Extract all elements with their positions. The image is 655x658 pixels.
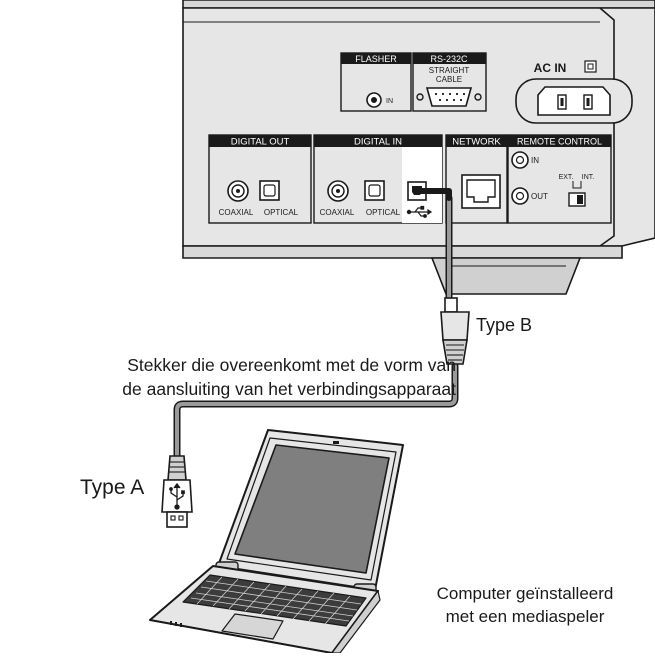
digital-out-frame bbox=[208, 134, 312, 224]
class-ii-symbol bbox=[584, 60, 597, 73]
remote-out-label: OUT bbox=[531, 192, 548, 201]
optical-out-label: OPTICAL bbox=[264, 208, 299, 217]
rs232c-header bbox=[413, 53, 486, 64]
coaxial-in-label: COAXIAL bbox=[320, 208, 355, 217]
optical-out-jack bbox=[259, 180, 280, 201]
rs232c-label: RS-232C bbox=[430, 54, 468, 64]
plug-description-line1: Stekker die overeenkomt met de vorm van bbox=[127, 355, 456, 375]
optical-in-label: OPTICAL bbox=[366, 208, 401, 217]
laptop-screen bbox=[234, 444, 390, 574]
type-a-label: Type A bbox=[80, 476, 145, 499]
plug-description: Stekker die overeenkomt met de vorm van … bbox=[0, 353, 456, 401]
flasher-jack-center bbox=[371, 97, 377, 103]
usb-type-b-plug bbox=[440, 297, 470, 365]
remote-out-jack bbox=[511, 187, 529, 205]
rs232c-port bbox=[425, 87, 473, 107]
network-label: NETWORK bbox=[452, 137, 501, 148]
usb-cable bbox=[173, 188, 459, 462]
ac-in-label: AC IN bbox=[534, 61, 567, 75]
computer-label-line2: met een mediaspeler bbox=[445, 607, 605, 626]
ac-inlet-socket bbox=[537, 86, 611, 116]
remote-in-jack bbox=[511, 151, 529, 169]
laptop-keyboard bbox=[182, 574, 367, 627]
network-header bbox=[446, 135, 507, 147]
remote-in-label: IN bbox=[531, 156, 539, 165]
usb-type-a-plug bbox=[161, 455, 193, 528]
computer-label-line1: Computer geïnstalleerd bbox=[436, 584, 614, 603]
digital-out-block: DIGITAL OUT COAXIAL OPTICAL bbox=[208, 134, 312, 224]
keyboard-key-grid bbox=[190, 576, 362, 625]
usb-icon bbox=[406, 205, 433, 218]
remote-control-label: REMOTE CONTROL bbox=[517, 137, 602, 147]
plug-description-line2: de aansluiting van het verbindingsappara… bbox=[122, 379, 456, 399]
rs232c-pins bbox=[434, 92, 466, 102]
rs232c-block: RS-232C STRAIGHT CABLE bbox=[412, 52, 487, 112]
digital-out-header bbox=[209, 135, 311, 147]
optical-in-jack bbox=[364, 180, 385, 201]
straight-label: STRAIGHT bbox=[429, 66, 470, 75]
laptop-touchpad bbox=[221, 613, 284, 640]
digital-in-label: DIGITAL IN bbox=[354, 137, 402, 148]
ac-in-block: AC IN bbox=[515, 60, 633, 124]
digital-out-label: DIGITAL OUT bbox=[231, 137, 290, 148]
rs232c-screw-right bbox=[474, 93, 482, 101]
type-b-label: Type B bbox=[476, 315, 533, 335]
flasher-block: FLASHER IN bbox=[340, 52, 412, 112]
usb-a-trident-icon bbox=[169, 482, 185, 510]
digital-in-header bbox=[314, 135, 442, 147]
flasher-label: FLASHER bbox=[355, 54, 397, 64]
remote-control-header bbox=[508, 135, 611, 147]
computer-label: Computer geïnstalleerd met een mediaspel… bbox=[395, 582, 655, 628]
flasher-header bbox=[341, 53, 411, 64]
network-block: NETWORK bbox=[445, 134, 508, 224]
digital-in-block: DIGITAL IN COAXIAL OPTICAL bbox=[313, 134, 443, 224]
coaxial-out-label: COAXIAL bbox=[219, 208, 254, 217]
cable-label: CABLE bbox=[436, 75, 462, 84]
int-label: INT. bbox=[582, 174, 595, 181]
flasher-in-label: IN bbox=[386, 98, 393, 105]
remote-control-block: REMOTE CONTROL IN OUT EXT. INT. bbox=[507, 134, 612, 224]
laptop-illustration bbox=[149, 429, 404, 654]
ext-label: EXT. bbox=[559, 174, 574, 181]
rs232c-screw-left bbox=[416, 93, 424, 101]
